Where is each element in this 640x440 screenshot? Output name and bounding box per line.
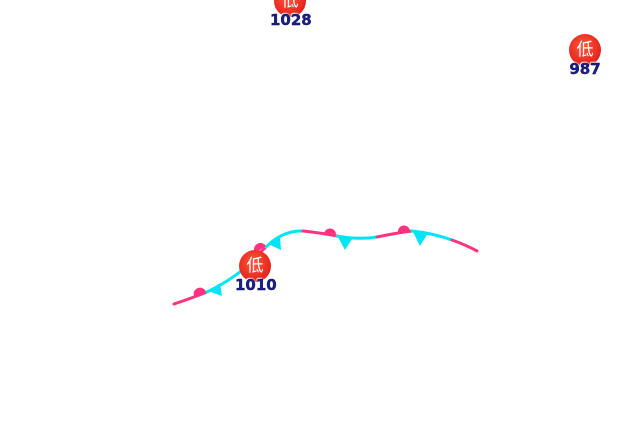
low-pressure-center[interactable]: 低 1010 <box>235 250 277 294</box>
pressure-label: 987 <box>569 60 601 78</box>
cold-front-triangle <box>208 283 222 296</box>
front-warm-segment <box>375 229 414 239</box>
low-pressure-icon: 低 <box>274 0 306 17</box>
cold-front-triangle <box>268 236 281 250</box>
warm-front-semicircle <box>193 287 206 296</box>
front-cold-segment <box>335 234 379 240</box>
front-warm-segment <box>450 238 479 253</box>
warm-front-semicircle <box>324 228 337 235</box>
low-pressure-icon: 低 <box>569 34 601 66</box>
front-cold-segment <box>410 229 454 242</box>
front-warm-segment <box>301 229 339 238</box>
pressure-label: 1028 <box>270 11 312 29</box>
low-pressure-center[interactable]: 低 1028 <box>270 0 312 29</box>
warm-front-semicircle <box>397 225 410 232</box>
low-pressure-icon: 低 <box>239 250 271 282</box>
cold-front-triangle <box>413 232 428 246</box>
pressure-label: 1010 <box>235 276 277 294</box>
front-warm-segment <box>172 290 209 306</box>
low-pressure-center[interactable]: 低 987 <box>565 34 605 78</box>
cold-front-triangle <box>338 237 352 250</box>
